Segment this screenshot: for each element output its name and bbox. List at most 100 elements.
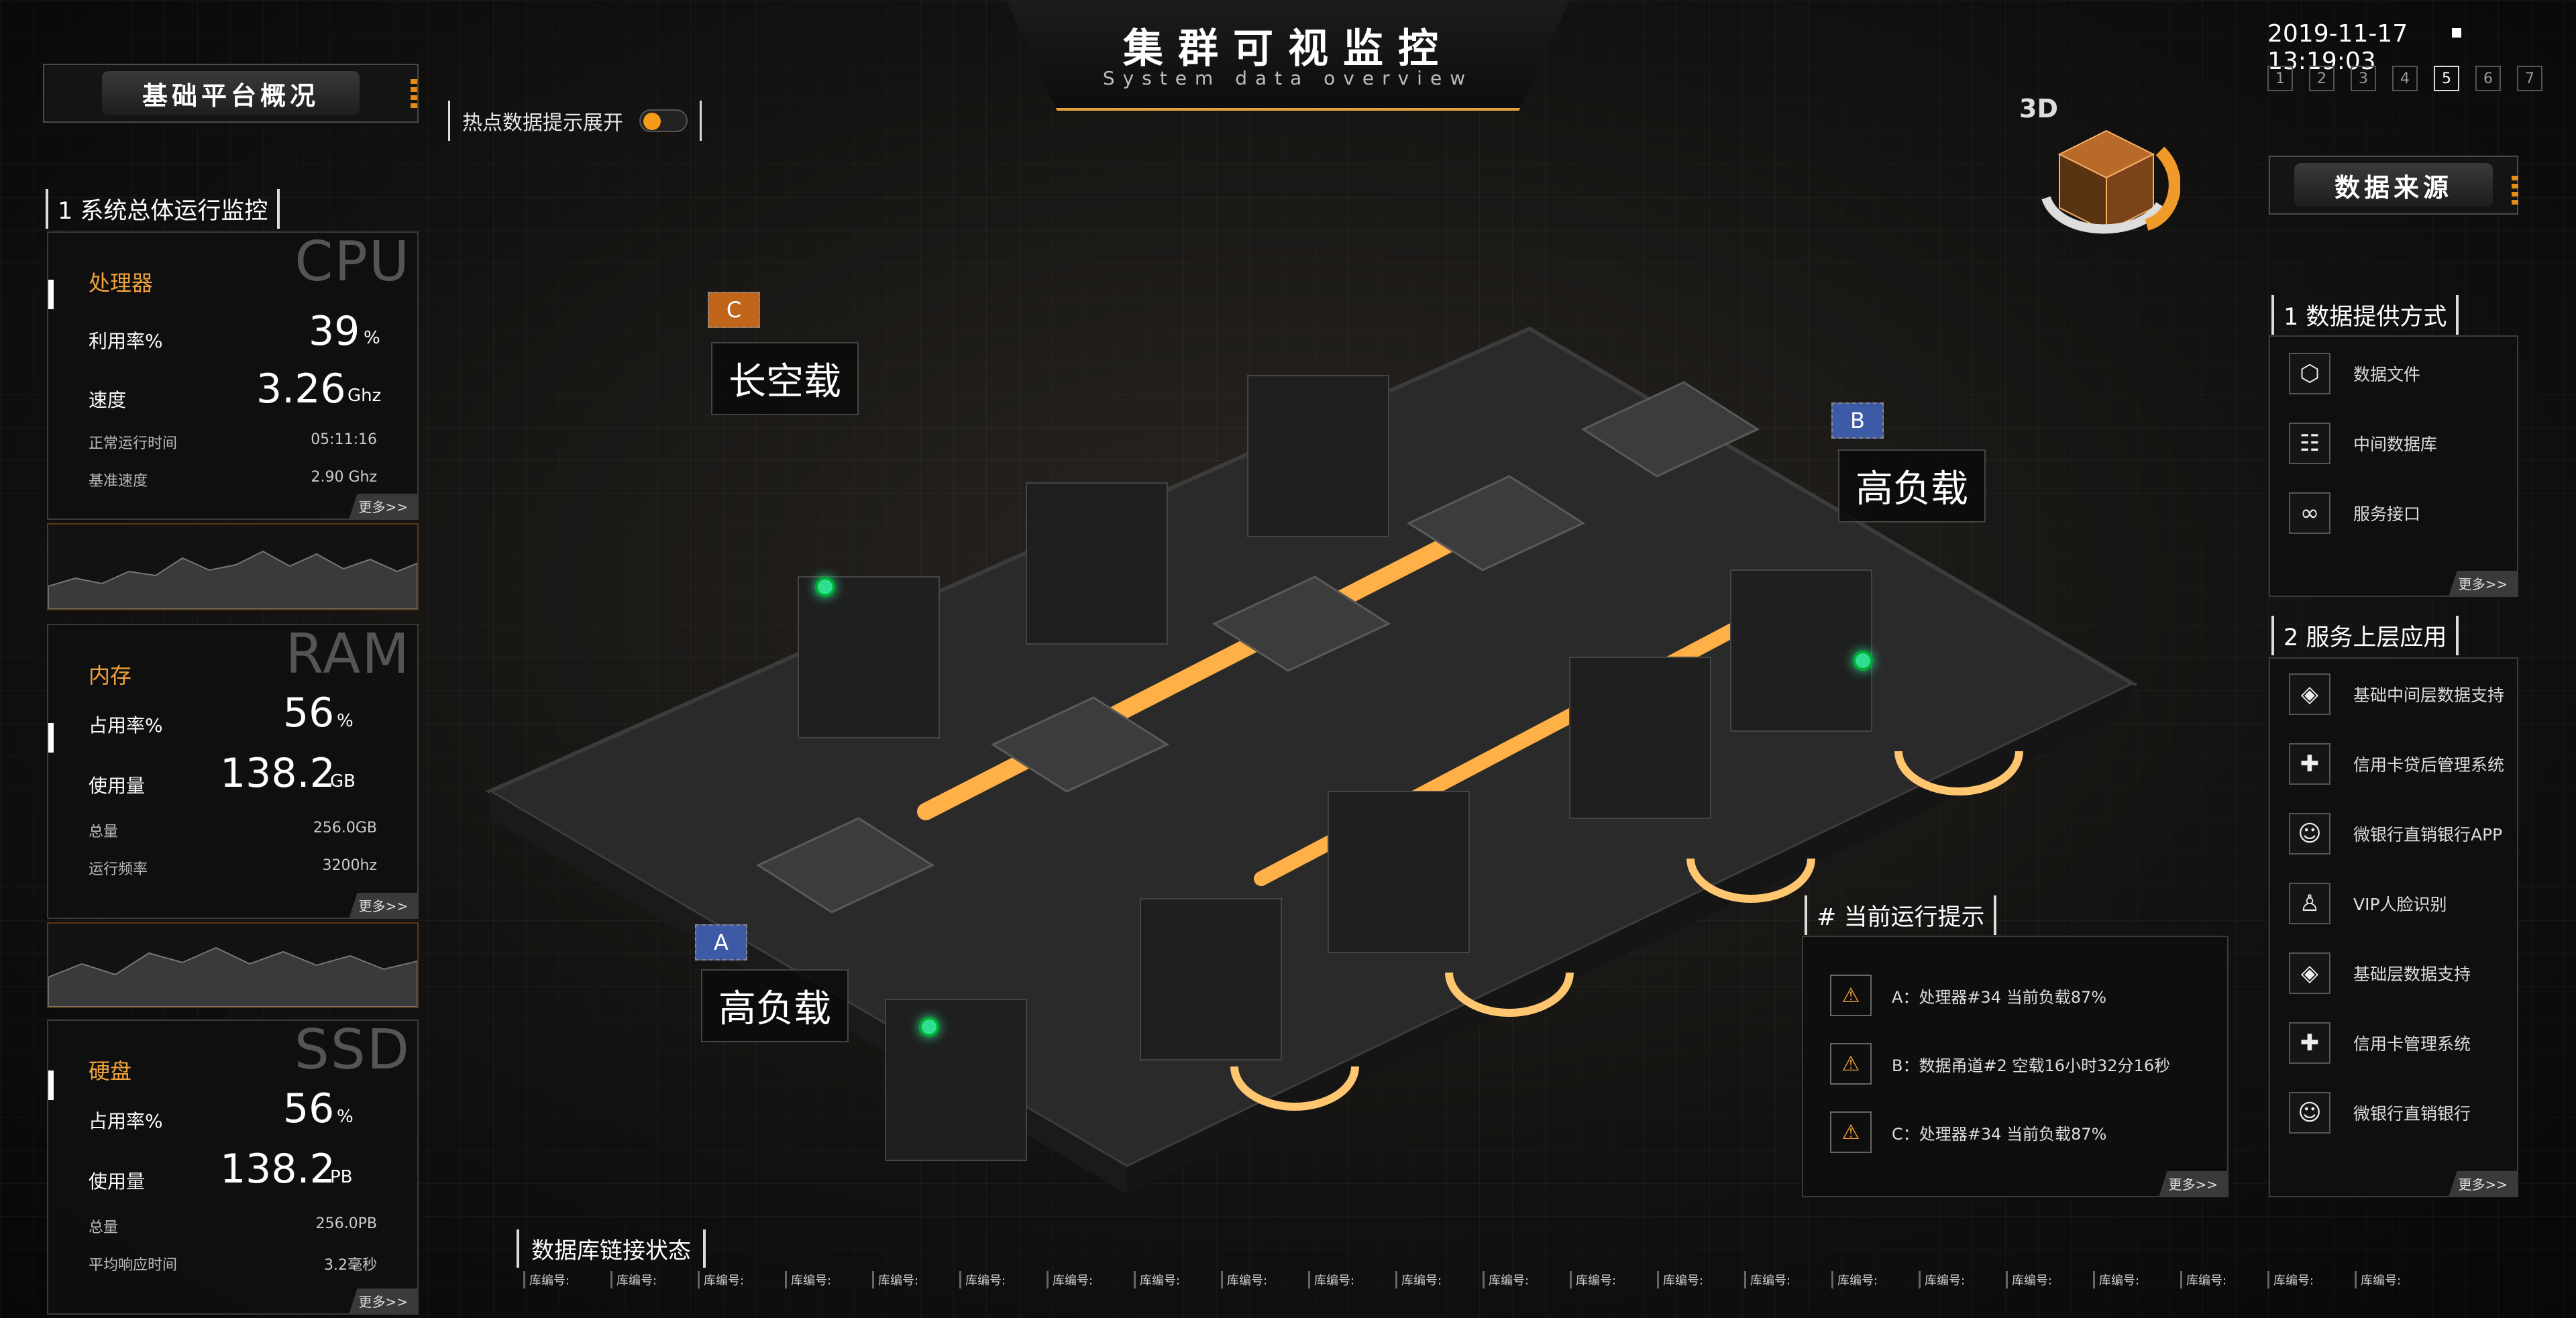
tips-panel: ⚠ A：处理器#34 当前负载87% ⚠ B：数据甬道#2 空载16小时32分1… <box>1802 936 2229 1197</box>
tag-c-label[interactable]: 长空载 <box>711 342 859 415</box>
db-cell[interactable]: 库编号: <box>1134 1271 1201 1288</box>
cpu-speed-value: 3.26 <box>256 366 346 413</box>
page-button-1[interactable]: 1 <box>2267 66 2293 91</box>
layers-icon: ◈ <box>2289 952 2330 994</box>
db-cell[interactable]: 库编号: <box>1570 1271 1637 1288</box>
ram-usage-value: 56 <box>283 690 335 736</box>
db-cell[interactable]: 库编号: <box>610 1271 678 1288</box>
datetime: 2019-11-1713:19:03 <box>2267 20 2576 75</box>
card-marker <box>48 1070 54 1100</box>
db-cell[interactable]: 库编号: <box>1046 1271 1114 1288</box>
app-item[interactable]: ✚ 信用卡管理系统 <box>2289 1022 2471 1064</box>
provider-more-button[interactable]: 更多>> <box>2449 571 2517 596</box>
alert-bell-icon: ⚠ <box>1830 975 1872 1016</box>
page-button-3[interactable]: 3 <box>2351 66 2376 91</box>
db-cell[interactable]: 库编号: <box>1395 1271 1462 1288</box>
db-cell[interactable]: 库编号: <box>1744 1271 1811 1288</box>
app-item[interactable]: ✚信用卡贷后管理系统 <box>2289 743 2504 785</box>
provider-item-data-file[interactable]: ⬡ 数据文件 <box>2289 353 2420 394</box>
ram-frequency-value: 3200hz <box>322 857 377 874</box>
app-item[interactable]: ☺微银行直销银行 <box>2289 1092 2471 1134</box>
tag-b-pin-icon[interactable] <box>1853 651 1873 671</box>
cpu-base-speed-value: 2.90 Ghz <box>311 469 377 486</box>
app-label: 信用卡管理系统 <box>2353 1034 2471 1054</box>
page-button-7[interactable]: 7 <box>2517 66 2542 91</box>
page-button-4[interactable]: 4 <box>2392 66 2418 91</box>
cpu-more-button[interactable]: 更多>> <box>349 494 417 518</box>
db-cell[interactable]: 库编号: <box>698 1271 765 1288</box>
tag-c-pin-icon[interactable] <box>815 577 835 597</box>
tip-row[interactable]: ⚠ A：处理器#34 当前负载87% <box>1830 975 2106 1016</box>
tag-b-letter: B <box>1831 402 1884 439</box>
db-cell[interactable]: 库编号: <box>523 1271 590 1288</box>
card-marker <box>48 280 54 309</box>
app-label: 信用卡贷后管理系统 <box>2353 755 2505 775</box>
ram-used-label: 使用量 <box>89 775 146 797</box>
alert-bell-icon: ⚠ <box>1830 1111 1872 1153</box>
app-item[interactable]: ♙VIP人脸识别 <box>2289 883 2447 924</box>
provider-item-service-api[interactable]: ∞ 服务接口 <box>2289 492 2420 534</box>
db-link-status: 数据库链接状态 库编号: 库编号: 库编号: 库编号: 库编号: 库编号: 库编… <box>496 1224 2482 1318</box>
db-cell[interactable]: 库编号: <box>2355 1271 2422 1288</box>
db-cell[interactable]: 库编号: <box>1919 1271 1986 1288</box>
page-button-5[interactable]: 5 <box>2434 66 2459 91</box>
ssd-total-label: 总量 <box>89 1219 119 1236</box>
app-label: 微银行直销银行 <box>2353 1104 2471 1123</box>
tips-more-button[interactable]: 更多>> <box>2159 1171 2227 1196</box>
cpu-uptime-label: 正常运行时间 <box>89 435 178 452</box>
ram-sparkline <box>47 922 419 1008</box>
hotspot-toggle[interactable] <box>639 109 688 132</box>
db-cell[interactable]: 库编号: <box>1308 1271 1375 1288</box>
data-source-label: 数据来源 <box>2294 163 2493 207</box>
db-status-title: 数据库链接状态 <box>517 1229 706 1268</box>
plus-square-icon: ✚ <box>2289 1022 2330 1064</box>
db-cell[interactable]: 库编号: <box>785 1271 852 1288</box>
app-item[interactable]: ☺微银行直销银行APP <box>2289 813 2502 855</box>
app-item[interactable]: ◈ 基础层数据支持 <box>2289 952 2471 994</box>
ssd-response-value: 3.2毫秒 <box>324 1257 377 1274</box>
separator-square <box>2452 28 2462 38</box>
cpu-base-speed-label: 基准速度 <box>89 473 148 490</box>
tag-a-pin-icon[interactable] <box>919 1017 939 1037</box>
ssd-total-value: 256.0PB <box>315 1215 377 1232</box>
page-button-6[interactable]: 6 <box>2475 66 2501 91</box>
platform-overview-button[interactable]: 基础平台概况 <box>43 64 419 123</box>
ssd-big-label: SSD <box>294 1018 411 1082</box>
apps-more-button[interactable]: 更多>> <box>2449 1171 2517 1196</box>
db-cell[interactable]: 库编号: <box>2180 1271 2247 1288</box>
tag-b-label[interactable]: 高负载 <box>1838 449 1986 523</box>
upper-apps-title: 2 服务上层应用 <box>2271 616 2459 655</box>
app-label: 基础层数据支持 <box>2353 965 2471 984</box>
alert-bell-icon: ⚠ <box>1830 1043 1872 1085</box>
db-cell[interactable]: 库编号: <box>1221 1271 1288 1288</box>
db-cell[interactable]: 库编号: <box>2093 1271 2160 1288</box>
hotspot-toggle-group: 热点数据提示展开 <box>448 101 702 141</box>
toggle-knob <box>643 113 661 130</box>
db-cell[interactable]: 库编号: <box>2267 1271 2334 1288</box>
ssd-usage-value: 56 <box>283 1085 335 1132</box>
tip-row[interactable]: ⚠ B：数据甬道#2 空载16小时32分16秒 <box>1830 1043 2170 1085</box>
db-cell[interactable]: 库编号: <box>2006 1271 2073 1288</box>
tag-a-label[interactable]: 高负载 <box>701 969 849 1042</box>
db-cell[interactable]: 库编号: <box>872 1271 939 1288</box>
db-cell[interactable]: 库编号: <box>1831 1271 1898 1288</box>
ram-more-button[interactable]: 更多>> <box>349 893 417 918</box>
ssd-more-button[interactable]: 更多>> <box>349 1288 417 1313</box>
ram-used-unit: GB <box>330 771 356 791</box>
page-title: 集群可视监控 <box>1123 25 1453 72</box>
data-source-button[interactable]: 数据来源 <box>2269 156 2518 215</box>
tip-row[interactable]: ⚠ C：处理器#34 当前负载87% <box>1830 1111 2106 1153</box>
tip-text: A：处理器#34 当前负载87% <box>1892 987 2107 1007</box>
db-cell[interactable]: 库编号: <box>1657 1271 1724 1288</box>
provider-item-middle-db[interactable]: ☷ 中间数据库 <box>2289 423 2437 464</box>
db-cell[interactable]: 库编号: <box>959 1271 1026 1288</box>
view-3d-label: 3D <box>2019 94 2058 123</box>
header-plate <box>1006 0 1570 111</box>
cpu-category: 处理器 <box>89 270 154 296</box>
ssd-used-unit: PB <box>330 1167 353 1187</box>
view-3d-cube-icon[interactable] <box>2033 124 2181 245</box>
db-cell[interactable]: 库编号: <box>1483 1271 1550 1288</box>
page-button-2[interactable]: 2 <box>2309 66 2334 91</box>
app-item[interactable]: ◈基础中间层数据支持 <box>2289 673 2504 715</box>
ram-frequency-label: 运行频率 <box>89 861 148 878</box>
